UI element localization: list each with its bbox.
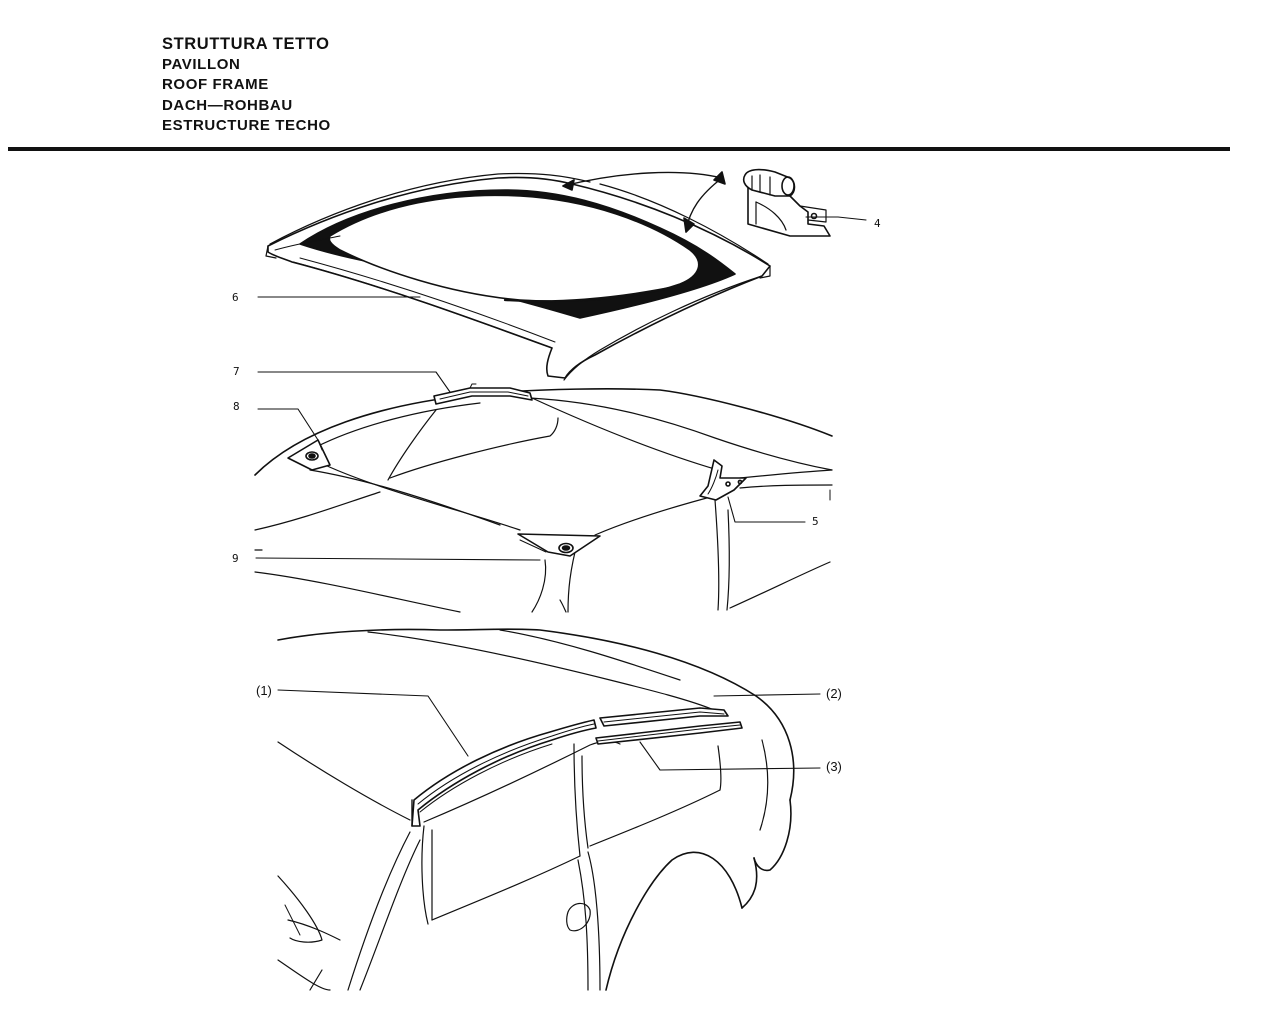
title-italian: STRUTTURA TETTO xyxy=(162,35,330,53)
title-german: DACH—ROHBAU xyxy=(162,96,293,114)
callout-6: 6 xyxy=(232,291,239,304)
callout-8: 8 xyxy=(233,400,240,413)
roof-rail-part-7 xyxy=(433,383,533,405)
document-header: STRUTTURA TETTO PAVILLON ROOF FRAME DACH… xyxy=(162,34,331,137)
leader-lines xyxy=(255,216,867,771)
callout-7: 7 xyxy=(233,365,240,378)
gusset-part-9 xyxy=(517,533,601,557)
roof-trim-part-3 xyxy=(595,721,743,745)
gusset-part-8 xyxy=(287,439,331,471)
callout-3: (3) xyxy=(826,759,842,774)
callout-4: 4 xyxy=(874,217,881,230)
roof-panel-part-6 xyxy=(265,171,771,381)
roof-trim-part-1 xyxy=(411,719,597,827)
title-english: ROOF FRAME xyxy=(162,76,269,93)
callout-1: (1) xyxy=(256,683,272,698)
roof-trim-part-2 xyxy=(599,707,729,727)
roof-frame-view xyxy=(254,383,833,613)
callout-5: 5 xyxy=(812,515,819,528)
title-french: PAVILLON xyxy=(162,55,241,73)
rear-body-view xyxy=(277,628,795,991)
gusset-part-5 xyxy=(699,459,747,501)
callout-2: (2) xyxy=(826,686,842,701)
hinge-bracket-part-4 xyxy=(742,168,831,237)
header-rule xyxy=(8,147,1230,151)
callout-9: 9 xyxy=(232,552,239,565)
title-spanish: ESTRUCTURE TECHO xyxy=(162,117,331,134)
